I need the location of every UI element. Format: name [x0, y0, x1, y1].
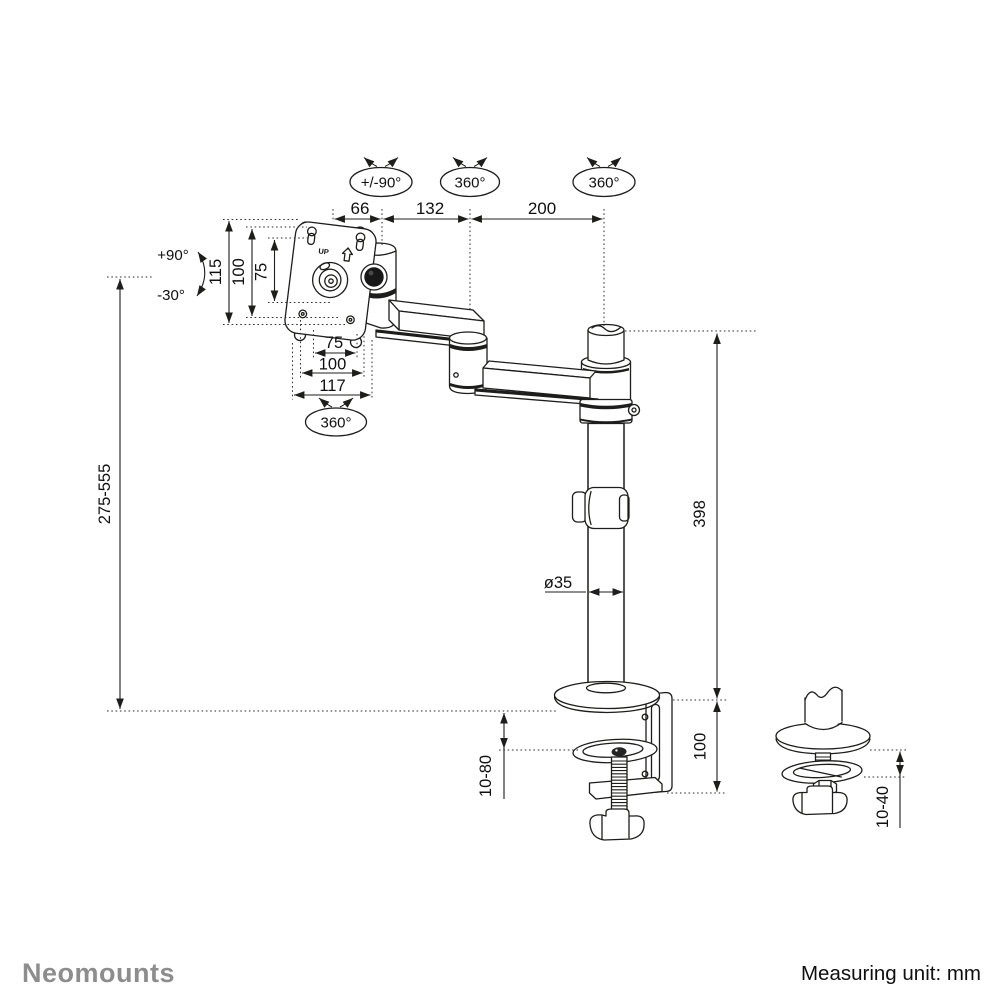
dim-10-40-label: 10-40 [874, 786, 892, 828]
vesa-plate: UP [284, 221, 388, 349]
pole-swivel-label: 360° [588, 175, 619, 192]
dim-117-label: 117 [319, 377, 345, 395]
dim-75v-label: 75 [253, 263, 271, 281]
clamp-knob [589, 808, 645, 841]
desk-clamp [553, 680, 673, 841]
dim-100r-label: 100 [692, 733, 710, 761]
dim-100h-label: 100 [319, 356, 347, 374]
grommet-knob [792, 785, 848, 816]
measuring-unit-label: Measuring unit: mm [800, 962, 981, 985]
dim-66-label: 66 [351, 199, 370, 218]
dim-132-label: 132 [416, 199, 444, 218]
elbow-swivel-label: 360° [454, 175, 485, 192]
up-arrow-icon [341, 247, 354, 262]
dimension-lines [116, 215, 904, 828]
dimension-labels: +/-90° 360° 360° 360° 66 132 200 +90° -3… [96, 175, 892, 829]
dim-200-label: 200 [528, 199, 556, 218]
dim-10-80-label: 10-80 [477, 755, 495, 797]
tilt-up-label: +90° [157, 247, 188, 264]
neomounts-logo: Neomounts [22, 958, 175, 988]
dim-115-label: 115 [207, 259, 225, 285]
tilt-down-label: -30° [157, 287, 185, 304]
dim-100v-label: 100 [230, 258, 248, 286]
vesa-rotation-label: 360° [320, 415, 351, 432]
dim-height-range-label: 275-555 [96, 464, 114, 525]
rotation-indicators [304, 157, 636, 437]
up-marking-label: UP [318, 246, 329, 256]
dim-398-label: 398 [691, 500, 709, 528]
elbow-joint [448, 331, 488, 395]
dim-diameter-label: ø35 [544, 574, 572, 592]
lower-arm [474, 360, 599, 406]
head-swivel-label: +/-90° [361, 175, 402, 192]
dim-75h-label: 75 [325, 334, 343, 352]
tilt-arc [196, 251, 207, 297]
construction-lines [107, 209, 906, 794]
pole-break-line [804, 686, 843, 701]
cable-clip [571, 486, 630, 530]
grommet-mount-detail [775, 686, 871, 816]
pole-collar [579, 398, 641, 684]
clamp-base-disc [553, 680, 661, 710]
